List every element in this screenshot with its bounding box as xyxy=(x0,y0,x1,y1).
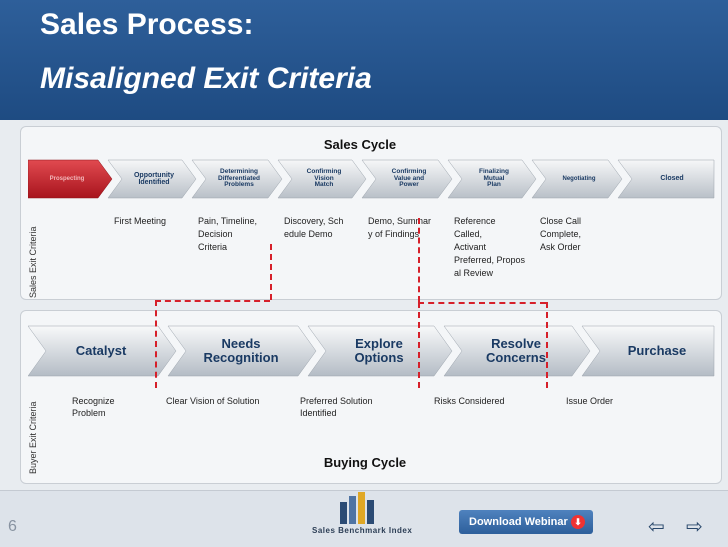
misalign-connector-1-mid xyxy=(155,300,270,302)
download-icon: ⬇ xyxy=(571,515,585,529)
buying-chevrons xyxy=(28,325,715,377)
sbi-logo xyxy=(340,492,374,524)
buyer-exit-label: Buyer Exit Criteria xyxy=(28,401,38,474)
sales-cycle-label: Sales Cycle xyxy=(323,137,397,152)
buy-stage-resolve: Resolve Concerns xyxy=(486,336,546,365)
buy-stage-needs: Needs Recognition xyxy=(203,336,279,365)
buy-stage-catalyst: Catalyst xyxy=(75,343,127,359)
sales-criteria-3: Discovery, Sch edule Demo xyxy=(284,216,344,239)
stage-vision-shape xyxy=(277,159,367,199)
sales-criteria-4: Demo, Summar y of Findings xyxy=(368,216,432,239)
buy-stage-catalyst-shape xyxy=(28,325,177,377)
buyer-criteria-1: Recognize Problem xyxy=(72,396,115,418)
download-webinar-label: Download Webinar xyxy=(469,516,568,528)
brand-name: Sales Benchmark Index xyxy=(312,526,413,535)
buying-cycle-label: Buying Cycle xyxy=(323,455,407,470)
buy-stage-explore: Explore Options xyxy=(354,336,404,365)
stage-negotiating-shape xyxy=(531,159,623,199)
stage-opportunity-shape xyxy=(107,159,197,199)
stage-determining: Determining Differentiated Problems xyxy=(218,167,260,189)
download-webinar-button[interactable]: Download Webinar ⬇ xyxy=(459,510,593,534)
buy-stage-explore-shape xyxy=(307,325,453,377)
buy-stage-purchase-shape xyxy=(581,325,715,377)
misalign-connector-1-top xyxy=(270,244,272,300)
misalign-connector-2-mid xyxy=(418,302,546,304)
buyer-criteria-2: Clear Vision of Solution xyxy=(166,396,260,406)
buy-stage-resolve-shape xyxy=(443,325,591,377)
misalign-connector-2-right xyxy=(546,302,548,388)
stage-value: Confirming Value and Power xyxy=(391,167,427,189)
misalign-connector-2-left xyxy=(418,302,420,388)
page-number: 6 xyxy=(8,518,17,535)
sales-criteria-2: Pain, Timeline, Decision Criteria xyxy=(198,216,258,252)
stage-finalizing-shape xyxy=(447,159,537,199)
stage-closed: Closed xyxy=(660,175,684,183)
sales-exit-label: Sales Exit Criteria xyxy=(28,226,38,298)
buyer-criteria-5: Issue Order xyxy=(566,396,614,406)
title-line2: Misaligned Exit Criteria xyxy=(40,62,372,95)
sales-chevrons xyxy=(28,159,715,199)
arrow-right-icon[interactable]: ⇨ xyxy=(686,516,703,538)
buy-stage-purchase: Purchase xyxy=(627,343,687,359)
stage-determining-shape xyxy=(191,159,283,199)
header-bar xyxy=(0,0,728,120)
stage-vision: Confirming Vision Match xyxy=(306,167,342,189)
stage-value-shape xyxy=(361,159,453,199)
misalign-connector-1-bottom xyxy=(155,300,157,388)
stage-closed-shape xyxy=(617,159,715,199)
stage-opportunity: Opportunity Identified xyxy=(133,171,175,186)
buyer-criteria-3: Preferred Solution Identified xyxy=(300,396,373,418)
title-line1: Sales Process: xyxy=(40,8,254,41)
sales-criteria-6: Close Call Complete, Ask Order xyxy=(540,216,582,252)
sales-panel xyxy=(20,126,722,300)
misalign-connector-2-top xyxy=(418,218,420,302)
stage-finalizing: Finalizing Mutual Plan xyxy=(479,167,509,189)
sales-criteria-1: First Meeting xyxy=(114,216,167,226)
sales-criteria-5: Reference Called, Activant Preferred, Pr… xyxy=(454,216,526,278)
stage-prospecting-shape xyxy=(28,159,113,199)
arrow-left-icon[interactable]: ⇦ xyxy=(648,516,665,538)
buyer-criteria-4: Risks Considered xyxy=(434,396,505,406)
stage-prospecting: Prospecting xyxy=(49,175,85,182)
stage-negotiating: Negotiating xyxy=(562,175,596,182)
buy-stage-needs-shape xyxy=(167,325,317,377)
